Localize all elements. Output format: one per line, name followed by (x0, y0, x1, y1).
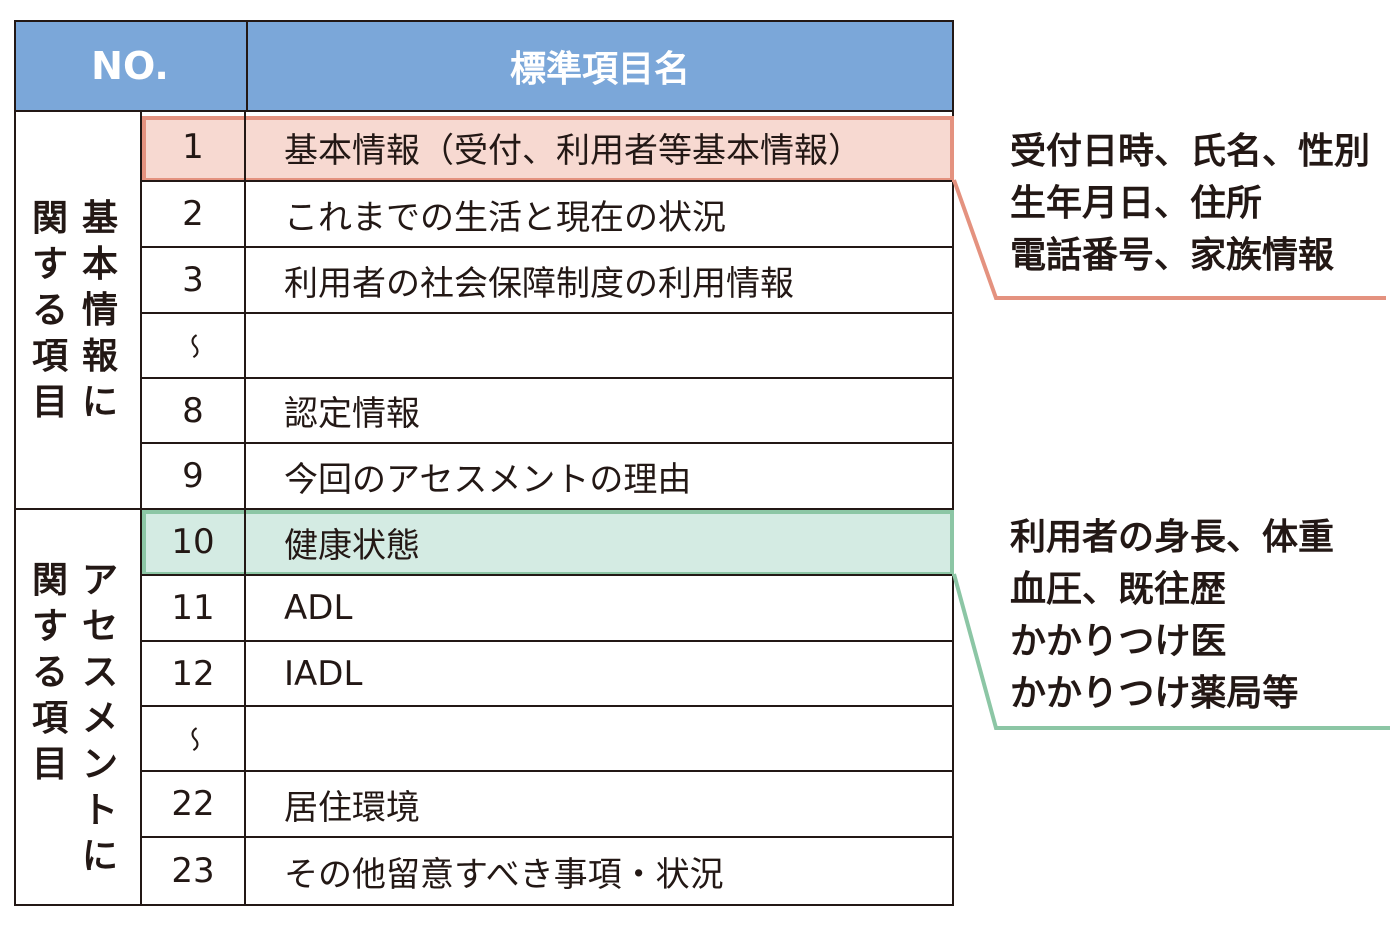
divider-no (244, 110, 246, 904)
row-divider (142, 442, 952, 444)
group-assessment-label-col2: 関 す る 項 目 (28, 558, 72, 788)
divider-group (140, 110, 142, 904)
header-no: NO. (91, 44, 169, 88)
group-label-char: 関 (31, 560, 68, 601)
group-label-char: ト (81, 790, 118, 831)
row-item-name: IADL (284, 653, 363, 694)
row-divider (142, 705, 952, 707)
highlight-health-row (142, 510, 954, 576)
row-divider (142, 640, 952, 642)
group-label-char: 本 (81, 244, 118, 285)
group-label-char: る (31, 652, 68, 693)
group-label-char: 目 (31, 744, 68, 785)
note-health: 利用者の身長、体重 血圧、既往歴 かかりつけ医 かかりつけ薬局等 (1010, 512, 1334, 720)
group-label-char: る (31, 290, 68, 331)
row-item-name (284, 707, 944, 770)
row-no: 3 (182, 260, 204, 300)
note-line: かかりつけ医 (1010, 621, 1227, 662)
row-divider (142, 770, 952, 772)
group-label-char: 項 (31, 336, 68, 377)
row-item-name (284, 314, 944, 377)
row-no: 11 (171, 588, 215, 628)
group-label-char: に (81, 382, 118, 423)
row-divider (142, 246, 952, 248)
row-no: 22 (171, 784, 215, 824)
row-no: 8 (182, 390, 204, 431)
row-item-name: 基本情報（受付、利用者等基本情報） (284, 130, 862, 171)
standard-items-table: NO. 標準項目名 関 す る 項 目 基 本 情 報 に 関 す る 項 目 … (14, 20, 954, 906)
row-item-name: これまでの生活と現在の状況 (284, 197, 726, 238)
group-label-char: セ (81, 606, 118, 647)
group-label-char: す (31, 606, 68, 647)
row-no: 23 (171, 851, 215, 891)
row-divider (142, 180, 952, 182)
group-label-char: す (31, 244, 68, 285)
row-divider (142, 377, 952, 379)
group-basic-label-col1: 基 本 情 報 に (78, 196, 122, 426)
note-line: 利用者の身長、体重 (1010, 517, 1335, 558)
group-assessment-label-col1: ア セ ス メ ン ト に (78, 558, 122, 880)
row-no: 10 (171, 522, 215, 562)
group-basic-label-col2: 関 す る 項 目 (28, 196, 72, 426)
group-label-char: 報 (81, 336, 118, 377)
row-no: 2 (182, 194, 204, 234)
note-line: 血圧、既往歴 (1010, 569, 1227, 610)
header-item-name: 標準項目名 (246, 22, 952, 110)
note-line: 生年月日、住所 (1010, 183, 1263, 224)
note-line: 電話番号、家族情報 (1010, 235, 1335, 276)
row-item-name: 今回のアセスメントの理由 (284, 459, 692, 500)
note-basic-info: 受付日時、氏名、性別 生年月日、住所 電話番号、家族情報 (1010, 126, 1370, 282)
group-label-char: 項 (31, 698, 68, 739)
row-divider (142, 836, 952, 838)
row-no: 12 (171, 653, 215, 694)
row-item-name: 居住環境 (284, 787, 420, 828)
table-header: NO. 標準項目名 (16, 22, 952, 112)
group-divider (16, 508, 952, 510)
row-item-name: 認定情報 (284, 394, 420, 434)
row-ellipsis: 〜 (177, 332, 208, 359)
note-line: 受付日時、氏名、性別 (1010, 131, 1371, 172)
note-line: かかりつけ薬局等 (1010, 673, 1299, 714)
row-item-name: 利用者の社会保障制度の利用情報 (284, 263, 794, 304)
group-label-char: メ (81, 698, 118, 739)
row-divider (142, 312, 952, 314)
row-no: 1 (182, 127, 204, 167)
row-item-name: その他留意すべき事項・状況 (284, 854, 724, 895)
group-label-char: ン (81, 744, 118, 785)
group-label-char: 情 (81, 290, 118, 331)
row-no: 9 (182, 456, 204, 496)
row-divider (142, 574, 952, 576)
row-ellipsis: 〜 (177, 725, 208, 752)
group-label-char: ス (81, 652, 118, 693)
group-label-char: 目 (31, 382, 68, 423)
row-item-name: 健康状態 (284, 525, 420, 566)
group-label-char: 基 (81, 198, 118, 239)
row-item-name: ADL (284, 588, 353, 628)
group-label-char: ア (81, 560, 118, 601)
group-label-char: に (81, 836, 118, 877)
group-label-char: 関 (31, 198, 68, 239)
